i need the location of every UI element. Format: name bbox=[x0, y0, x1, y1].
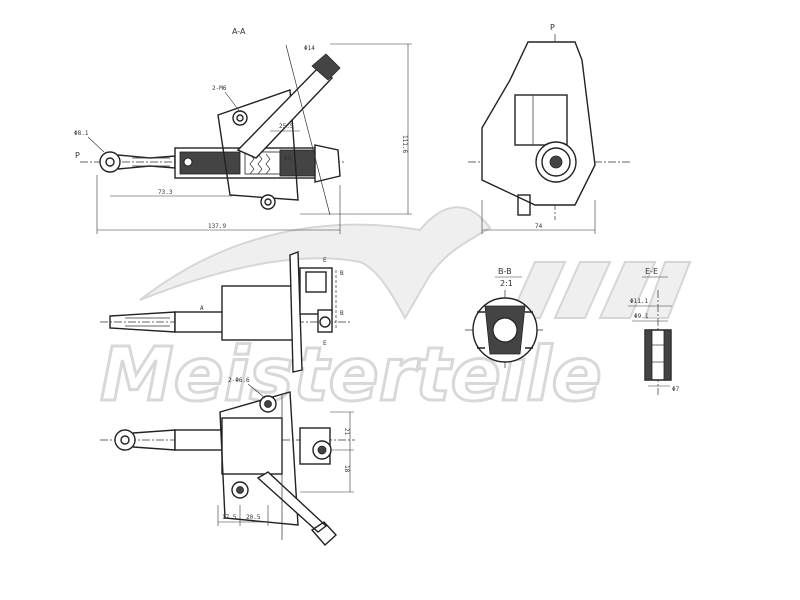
section-bb-title: B-B bbox=[498, 267, 512, 276]
section-hatch-2 bbox=[279, 149, 316, 177]
watermark-swoosh-icon bbox=[139, 206, 492, 321]
watermark-stripe-4-icon bbox=[643, 261, 692, 319]
lower-pipe bbox=[256, 471, 328, 533]
reservoir-pipe bbox=[236, 67, 334, 159]
thread-label: 2-M6 bbox=[212, 85, 227, 92]
clevis-hole bbox=[105, 157, 115, 167]
section-ee-dia-bottom: Φ7 bbox=[672, 386, 680, 393]
lower-dim-bottom-right: 20.5 bbox=[246, 514, 261, 521]
section-bb-scale: 2:1 bbox=[500, 279, 513, 288]
section-aa-title: A-A bbox=[232, 27, 246, 36]
lower-holes-label: 2-Φ6.6 bbox=[228, 377, 250, 384]
lower-view: 2-Φ6.6 21 18 17.5 20.5 bbox=[100, 377, 355, 547]
side-port-label: P bbox=[550, 23, 555, 32]
watermark-stripe-3-icon bbox=[598, 261, 657, 319]
plan-port-block bbox=[299, 267, 333, 315]
lower-dim-right-top: 21 bbox=[343, 428, 350, 436]
inner-dia-label: Φ6 bbox=[284, 155, 292, 162]
cylinder-end-cap bbox=[314, 144, 341, 183]
plan-view: E E B B A bbox=[100, 251, 350, 373]
plan-cut-a: A bbox=[200, 305, 204, 312]
side-view-port-inner bbox=[549, 155, 563, 169]
plan-cylinder bbox=[174, 311, 226, 333]
dim-small: 25.5 bbox=[279, 123, 294, 130]
plan-cut-b: B bbox=[340, 270, 344, 277]
mounting-flange bbox=[217, 89, 299, 201]
watermark-stripe-2-icon bbox=[553, 261, 612, 319]
plan-cut-e2: E bbox=[323, 340, 327, 347]
dim-total: 137.9 bbox=[208, 223, 226, 230]
side-view: P 74 bbox=[468, 23, 630, 234]
dia-left-label: Φ8.1 bbox=[74, 130, 89, 137]
plan-housing bbox=[221, 285, 295, 341]
lower-pipe-connector bbox=[310, 521, 337, 547]
section-aa-view: A-A P 2-M6 Φ8.1 Φ14 Φ6 bbox=[74, 27, 412, 234]
dim-vertical: 111.6 bbox=[401, 135, 408, 153]
section-ee-title: E-E bbox=[645, 267, 658, 276]
lower-clevis-eye bbox=[114, 429, 136, 451]
port-label-left: P bbox=[75, 151, 80, 160]
flange-hole-bottom bbox=[260, 194, 276, 210]
section-ee-dia-mid: Φ9.1 bbox=[634, 313, 649, 320]
section-bb-bore bbox=[492, 317, 518, 343]
section-ee-dia-top: Φ11.1 bbox=[630, 298, 648, 305]
return-spring bbox=[249, 153, 271, 175]
dia-top-label: Φ14 bbox=[304, 45, 315, 52]
plan-flange-edge bbox=[289, 251, 303, 373]
plan-cut-e: E bbox=[323, 257, 327, 264]
plan-cut-b2: B bbox=[340, 310, 344, 317]
lower-housing bbox=[221, 417, 283, 475]
lower-dim-bottom-left: 17.5 bbox=[222, 514, 237, 521]
side-view-flange bbox=[481, 41, 596, 206]
clevis-eye bbox=[99, 151, 121, 173]
pipe-connector bbox=[311, 53, 341, 81]
side-dim-bottom: 74 bbox=[535, 223, 543, 230]
side-view-boss bbox=[514, 94, 568, 146]
section-bb-view: B-B 2:1 bbox=[465, 267, 545, 370]
section-ee-hatch bbox=[644, 329, 672, 381]
dim-mid: 73.3 bbox=[158, 189, 173, 196]
section-ee-view: E-E Φ11.1 Φ9.1 Φ7 bbox=[628, 267, 680, 395]
lower-dim-right-bottom: 18 bbox=[343, 465, 350, 473]
flange-hole-top bbox=[232, 110, 248, 126]
